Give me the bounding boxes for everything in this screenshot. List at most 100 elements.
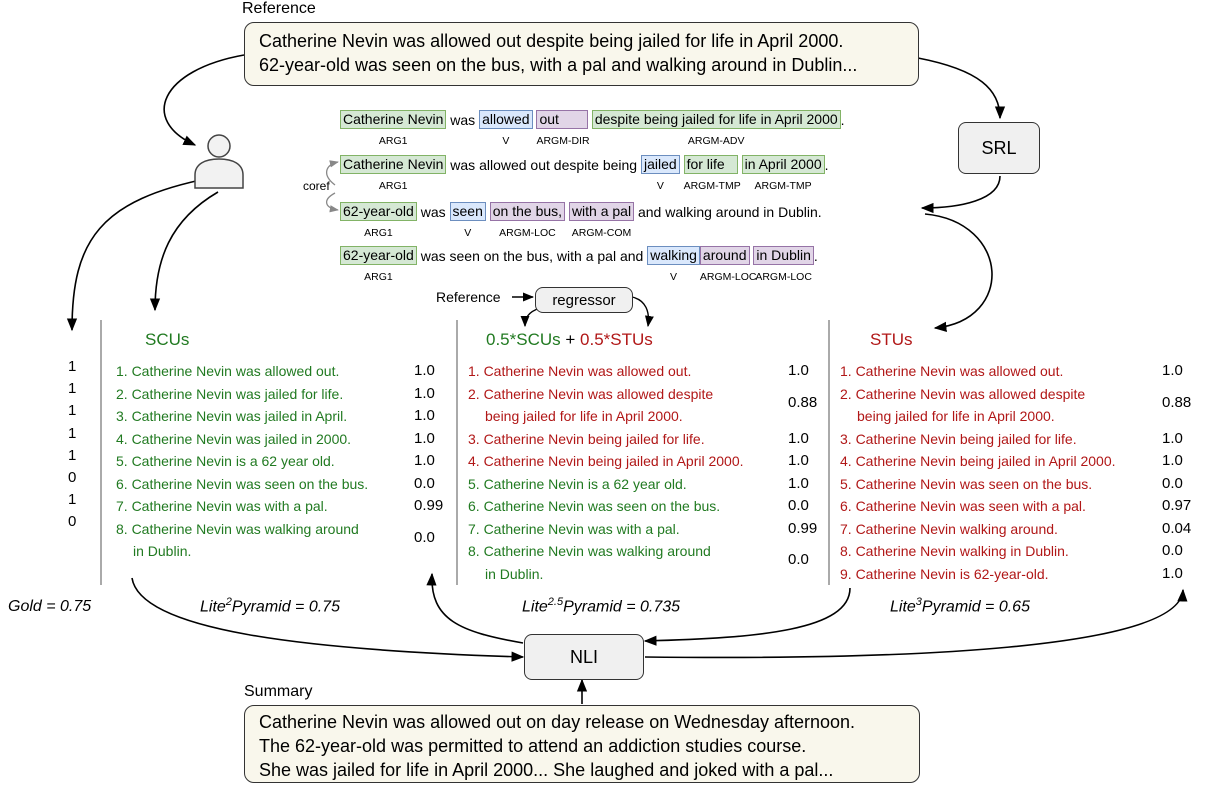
regressor-input-label: Reference — [436, 289, 501, 305]
list-item: 5. Catherine Nevin was seen on the bus. — [840, 475, 1093, 492]
srl-span: for life — [683, 155, 738, 174]
mixed-title-scu: 0.5*SCUs — [486, 330, 561, 349]
column-divider-3 — [828, 320, 830, 585]
srl-span: out — [536, 110, 588, 129]
list-item: 2. Catherine Nevin was allowed despite — [840, 385, 1086, 402]
list-item: 6. Catherine Nevin was seen on the bus. — [468, 498, 721, 514]
arrow-srl-to-spans — [920, 175, 1001, 214]
gold-label: 0 — [68, 513, 77, 531]
list-item: 6. Catherine Nevin was seen with a pal. — [840, 498, 1086, 514]
srl-span-wrap: despite being jailed for life in April 2… — [591, 110, 841, 147]
list-item: 5. Catherine Nevin is a 62 year old. — [468, 475, 687, 492]
column-divider-1 — [100, 320, 102, 585]
srl-span: in Dublin — [753, 246, 814, 265]
list-item: 9. Catherine Nevin is 62-year-old. — [840, 565, 1049, 582]
srl-role-label: V — [670, 271, 678, 283]
srl-text: was — [416, 204, 450, 220]
item-score: 0.0 — [1162, 542, 1183, 559]
srl-span: Catherine Nevin — [340, 110, 447, 129]
lite25-score: Lite2.5Pyramid = 0.735 — [522, 596, 680, 616]
srl-span: walking — [647, 246, 700, 265]
srl-role-label: ARGM-LOC — [499, 227, 556, 239]
coref-arrow-bottom — [326, 192, 339, 213]
list-item: 3. Catherine Nevin was jailed in April. — [116, 408, 348, 424]
item-score: 1.0 — [414, 452, 435, 469]
srl-text: . — [824, 157, 829, 173]
srl-role-label: V — [502, 135, 510, 147]
arrow-reference-to-annotator — [163, 54, 245, 146]
arrow-reference-to-srl — [917, 57, 1006, 120]
item-score: 1.0 — [414, 384, 435, 402]
lite25-post: Pyramid = 0.735 — [563, 598, 681, 616]
srl-text: . — [813, 248, 818, 264]
list-item: 7. Catherine Nevin was with a pal. — [468, 520, 680, 537]
item-score: 1.0 — [1162, 564, 1183, 582]
srl-role-label: ARGM-TMP — [683, 180, 741, 192]
srl-role-label: ARGM-TMP — [754, 180, 812, 192]
list-item: 7. Catherine Nevin was with a pal. — [116, 498, 328, 514]
item-score: 0.04 — [1162, 519, 1192, 537]
arrow-nli-to-stu-scores — [644, 588, 1188, 659]
summary-label: Summary — [244, 683, 313, 700]
nli-node: NLI — [524, 634, 644, 680]
coref-label: coref — [303, 179, 330, 193]
list-item: 1. Catherine Nevin was allowed out. — [840, 363, 1064, 379]
arrow-annotator-to-gold — [66, 177, 211, 332]
item-score: 1.0 — [788, 362, 809, 379]
srl-text: . — [840, 112, 845, 128]
item-score: 1.0 — [1162, 362, 1183, 379]
item-score: 0.99 — [788, 519, 818, 537]
srl-span: in April 2000 — [741, 155, 825, 174]
reference-label: Reference — [242, 0, 316, 17]
list-item-continuation: in Dublin. — [133, 543, 192, 559]
item-score: 0.0 — [414, 528, 435, 546]
srl-text: was — [446, 112, 480, 128]
lite2-post: Pyramid = 0.75 — [231, 598, 340, 616]
srl-span: Catherine Nevin — [340, 155, 447, 174]
srl-span: despite being jailed for life in April 2… — [591, 110, 841, 129]
list-item: 8. Catherine Nevin was walking around — [116, 520, 359, 537]
lite3-pre: Lite — [890, 598, 916, 616]
item-score: 0.97 — [1162, 497, 1192, 514]
item-score: 1.0 — [414, 362, 435, 379]
lite25-pre: Lite — [522, 598, 548, 616]
list-item: 7. Catherine Nevin walking around. — [840, 520, 1058, 537]
item-score: 1.0 — [788, 429, 809, 447]
gold-label: 1 — [68, 380, 77, 398]
srl-span-wrap: on the bus, ARGM-LOC — [489, 202, 566, 239]
gold-label: 1 — [68, 358, 77, 375]
item-score: 1.0 — [788, 452, 809, 469]
reference-line-1: Catherine Nevin was allowed out despite … — [259, 31, 844, 51]
summary-line-2: The 62-year-old was permitted to attend … — [259, 736, 807, 756]
srl-text: was allowed out despite being — [446, 157, 641, 173]
summary-line-1: Catherine Nevin was allowed out on day r… — [259, 712, 856, 732]
srl-span: 62-year-old — [340, 202, 417, 221]
reference-box: Catherine Nevin was allowed out despite … — [244, 22, 919, 86]
gold-label: 1 — [68, 491, 77, 509]
srl-span: on the bus, — [489, 202, 566, 221]
lite2-pre: Lite — [200, 598, 226, 616]
gold-label: 1 — [68, 424, 77, 442]
arrow-stus-to-nli — [643, 587, 851, 646]
list-item-continuation: in Dublin. — [485, 565, 544, 582]
gold-label: 1 — [68, 402, 77, 420]
list-item: 4. Catherine Nevin was jailed in 2000. — [116, 430, 352, 447]
item-score: 1.0 — [788, 474, 809, 492]
item-score: 0.88 — [1162, 393, 1192, 411]
list-item: 5. Catherine Nevin is a 62 year old. — [116, 453, 335, 469]
list-item: 1. Catherine Nevin was allowed out. — [468, 363, 692, 379]
srl-role-label: V — [656, 180, 664, 192]
srl-span: allowed — [479, 110, 533, 129]
item-score: 0.88 — [788, 393, 818, 411]
mixed-title-stu: 0.5*STUs — [580, 330, 653, 349]
srl-role-label: ARGM-LOC — [699, 271, 757, 283]
srl-text: was seen on the bus, with a pal and — [416, 248, 648, 264]
